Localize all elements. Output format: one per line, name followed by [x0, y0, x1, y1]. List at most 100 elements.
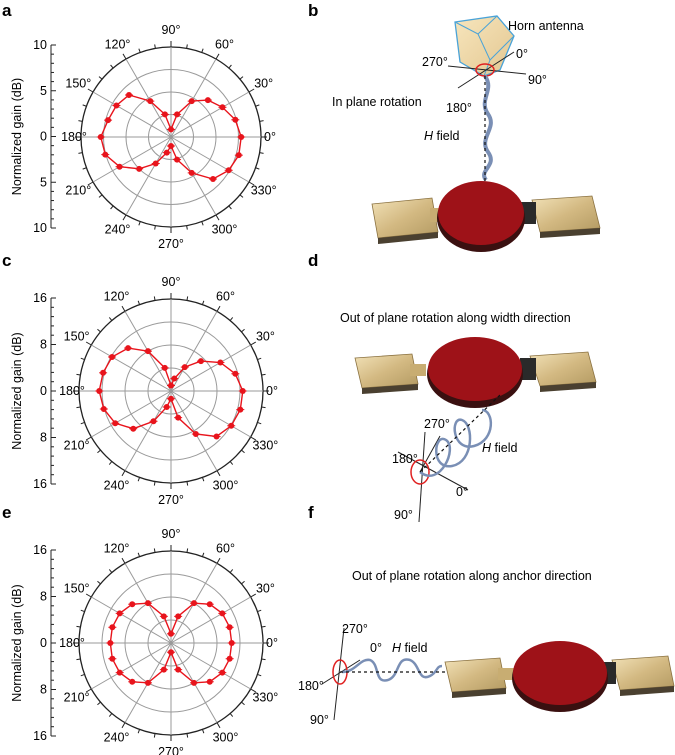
polar-spoke: [170, 642, 251, 690]
axis-line: [457, 51, 515, 89]
polar-tick: [229, 317, 234, 321]
polar-tick: [201, 221, 204, 226]
angle-tick-label: 270°: [158, 493, 184, 507]
angle-tick-label: 60°: [216, 290, 235, 304]
data-point: [235, 152, 242, 159]
rotation-ellipse: [410, 459, 430, 485]
r-axis-tick-label: 8: [40, 590, 47, 604]
polar-tick: [108, 569, 113, 573]
data-point: [125, 91, 132, 98]
polar-tick: [121, 557, 126, 564]
polar-tick: [80, 609, 85, 613]
axis-line: [447, 65, 527, 75]
angle-label-90: 90°: [394, 508, 413, 522]
polar-tick: [239, 76, 244, 80]
y-axis-label: Normalized gain (dB): [10, 584, 24, 701]
panel-letter-b: b: [308, 1, 318, 20]
data-point: [102, 151, 109, 158]
polar-tick: [248, 181, 255, 186]
angle-tick-label: 30°: [254, 77, 273, 91]
polar-tick: [138, 221, 141, 226]
angle-tick-label: 300°: [212, 223, 238, 237]
data-point: [97, 134, 104, 140]
angle-tick-label: 90°: [162, 527, 181, 541]
panel-letter-f: f: [308, 503, 314, 522]
polar-tick: [85, 436, 92, 441]
data-point: [175, 666, 182, 673]
polar-tick: [241, 580, 245, 585]
polar-tick: [255, 104, 260, 107]
data-point: [125, 345, 132, 352]
polar-tick: [257, 357, 262, 361]
h-field-label: H field: [392, 641, 427, 655]
angle-tick-label: 270°: [158, 745, 184, 755]
anchor-pad-right: [529, 351, 597, 387]
angle-tick-label: 180°: [59, 636, 85, 650]
polar-spoke: [92, 91, 172, 138]
data-point: [226, 624, 233, 631]
angle-label-180: 180°: [298, 679, 324, 693]
polar-tick: [137, 552, 141, 557]
data-point: [191, 679, 197, 686]
polar-tick: [201, 300, 205, 305]
polar-tick: [97, 328, 101, 333]
r-axis-tick-label: 10: [33, 221, 47, 235]
polar-tick: [87, 181, 94, 186]
data-point: [145, 679, 151, 686]
angle-tick-label: 330°: [252, 439, 278, 453]
angle-label-270: 270°: [424, 417, 450, 431]
r-axis-tick-label: 16: [33, 477, 47, 491]
polar-tick: [229, 569, 234, 573]
polar-tick: [108, 713, 113, 717]
rotation-label: In plane rotation: [332, 95, 422, 109]
polar-chart-e: 0°30°60°90°120°150°180°210°240°270°300°3…: [10, 527, 278, 755]
r-axis-tick-label: 8: [40, 338, 47, 352]
polar-tick: [229, 461, 234, 465]
polar-tick: [201, 48, 204, 53]
angle-label-180: 180°: [446, 101, 472, 115]
data-point: [206, 678, 213, 685]
angle-tick-label: 0°: [266, 384, 278, 398]
polar-tick: [87, 88, 94, 93]
h-field-wave: [482, 74, 493, 182]
polar-tick: [248, 88, 255, 93]
angle-label-270: 270°: [422, 55, 448, 69]
angle-tick-label: 240°: [104, 730, 130, 744]
anchor-pad-left-side: [362, 384, 418, 394]
panel-letter-a: a: [2, 1, 12, 20]
data-point: [107, 640, 114, 646]
h-field-direction: [419, 394, 501, 473]
polar-tick: [228, 64, 232, 69]
data-point: [192, 431, 199, 438]
polar-tick: [78, 120, 83, 122]
polar-spoke: [170, 136, 217, 216]
angle-tick-label: 0°: [264, 130, 276, 144]
r-axis-tick-label: 0: [40, 384, 47, 398]
y-axis-label: Normalized gain (dB): [10, 332, 24, 449]
resonator-disk: [428, 337, 522, 401]
polar-tick: [137, 477, 141, 482]
angle-tick-label: 120°: [105, 37, 131, 51]
polar-tick: [216, 722, 221, 729]
data-point: [161, 111, 168, 118]
data-point: [228, 422, 235, 429]
axis-line: [418, 431, 426, 523]
diagram-b: Horn antenna 0° 90° 270° 180° In plane r…: [332, 15, 601, 252]
polar-spoke: [125, 58, 172, 138]
y-axis-label: Normalized gain (dB): [10, 78, 24, 195]
data-point: [150, 418, 157, 425]
data-point: [160, 666, 167, 673]
polar-tick: [85, 593, 92, 598]
polar-spoke: [170, 91, 250, 138]
polar-tick: [241, 701, 245, 706]
r-axis-tick-label: 8: [40, 431, 47, 445]
polar-tick: [257, 421, 262, 425]
polar-tick: [97, 449, 101, 454]
h-field-label: H field: [482, 441, 517, 455]
polar-tick: [85, 341, 92, 346]
diagram-f: Out of plane rotation along anchor direc…: [298, 569, 675, 727]
anchor-pad-left: [354, 353, 419, 389]
angle-tick-label: 120°: [104, 542, 130, 556]
data-point: [226, 655, 233, 662]
angle-tick-label: 30°: [256, 582, 275, 596]
